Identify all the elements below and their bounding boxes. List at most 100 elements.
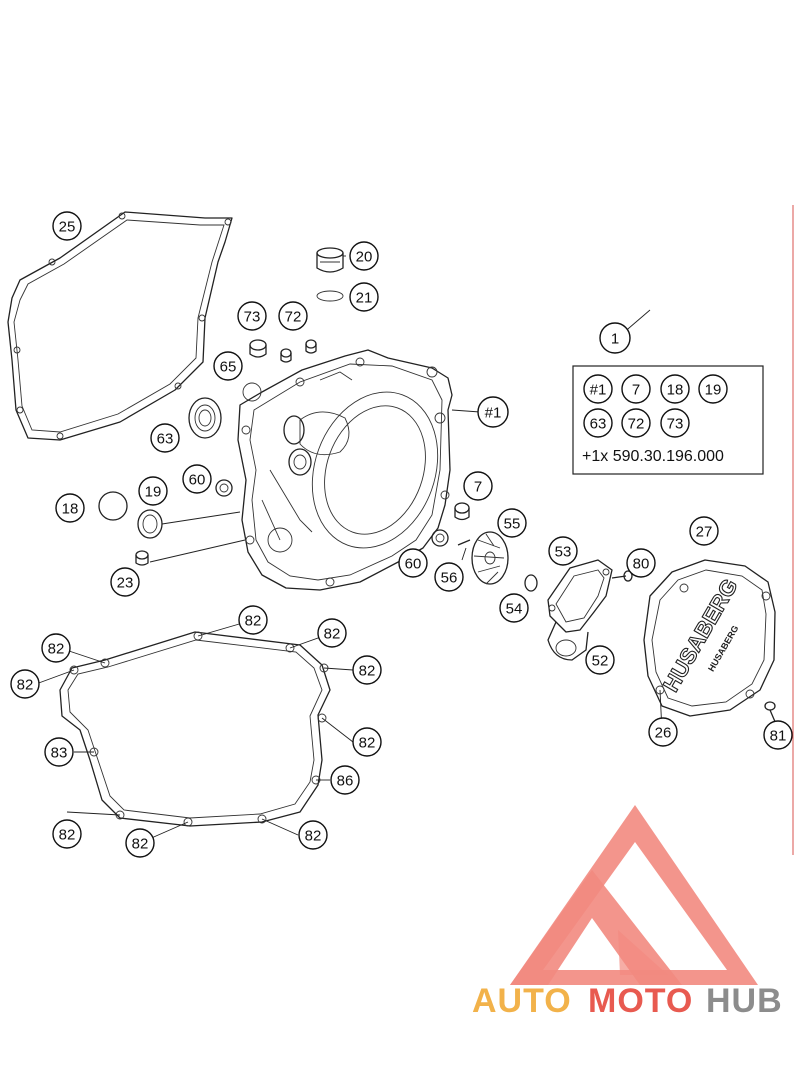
callout-c65: 65	[213, 351, 243, 381]
part-72-dowel	[280, 348, 292, 363]
callout-circle	[52, 819, 82, 849]
callout-g7: 82	[52, 819, 82, 849]
callout-number: 18	[667, 382, 684, 399]
callout-circle	[660, 374, 690, 404]
callout-number: 21	[356, 290, 373, 307]
callout-number: 19	[705, 382, 722, 399]
callout-number: 63	[157, 431, 174, 448]
callout-circle	[621, 408, 651, 438]
callout-circle	[238, 605, 268, 635]
callout-circle	[463, 471, 493, 501]
callout-number: 60	[405, 556, 422, 573]
part-80-screw	[611, 570, 633, 582]
part-20-plug	[316, 247, 344, 273]
callout-number: 86	[337, 773, 354, 790]
callout-circle	[548, 536, 578, 566]
callout-c73: 73	[237, 301, 267, 331]
part-60-seal	[215, 479, 233, 497]
callout-number: 1	[611, 331, 619, 348]
callout-circle	[213, 351, 243, 381]
callout-number: 23	[117, 575, 134, 592]
callout-circle	[52, 211, 82, 241]
callout-circle	[497, 508, 527, 538]
callout-number: 82	[305, 828, 322, 845]
callout-c55: 55	[497, 508, 527, 538]
callout-c56: 56	[434, 562, 464, 592]
callout-number: 20	[356, 249, 373, 266]
callout-circle	[150, 423, 180, 453]
callout-c1: 1	[599, 322, 631, 354]
callout-circle	[41, 633, 71, 663]
part-72-dowel-b	[305, 339, 317, 354]
callout-circle	[330, 765, 360, 795]
callout-c60: 60	[182, 464, 212, 494]
callout-number: 63	[590, 416, 607, 433]
callout-number: 82	[59, 827, 76, 844]
callout-circle	[317, 618, 347, 648]
callout-circle	[689, 516, 719, 546]
callout-c60b: 60	[398, 548, 428, 578]
callout-circle	[583, 408, 613, 438]
callout-g8: 82	[125, 828, 155, 858]
callout-c7b: 7	[621, 374, 651, 404]
callout-number: 73	[667, 416, 684, 433]
part-63-bearing	[188, 397, 222, 439]
callout-number: 7	[474, 479, 482, 496]
part-25-gasket	[7, 211, 233, 441]
callout-g4: 82	[352, 655, 382, 685]
callout-circle	[278, 301, 308, 331]
callout-circle	[237, 301, 267, 331]
callout-number: 82	[324, 626, 341, 643]
callout-circle	[763, 720, 793, 750]
callout-c52: 52	[585, 645, 615, 675]
callout-c63: 63	[150, 423, 180, 453]
callout-number: 82	[245, 613, 262, 630]
callout-circle	[585, 645, 615, 675]
callout-circle	[499, 593, 529, 623]
part-60-seal-b	[431, 529, 449, 547]
callout-circle	[698, 374, 728, 404]
kit-note: +1x 590.30.196.000	[582, 448, 724, 465]
callout-g6: 82	[352, 727, 382, 757]
callout-number: 7	[632, 382, 640, 399]
part-55-impeller	[471, 531, 509, 585]
callout-circle	[182, 464, 212, 494]
callout-c80: 80	[626, 548, 656, 578]
callout-circle	[621, 374, 651, 404]
callout-number: 54	[506, 601, 523, 618]
callout-g1: 82	[238, 605, 268, 635]
callout-circle	[434, 562, 464, 592]
callout-c19b: 19	[698, 374, 728, 404]
callout-number: 65	[220, 359, 237, 376]
callout-number: 82	[359, 663, 376, 680]
callout-circle	[125, 828, 155, 858]
callout-number: 25	[59, 219, 76, 236]
part-73-dowel	[249, 339, 267, 358]
callout-c23: 23	[110, 567, 140, 597]
callout-number: 53	[555, 544, 572, 561]
callout-c81: 81	[763, 720, 793, 750]
callout-number: 82	[17, 677, 34, 694]
callout-c63b: 63	[583, 408, 613, 438]
part-81-screw	[764, 701, 777, 725]
callout-number: 83	[51, 745, 68, 762]
part-7-dowel	[454, 502, 470, 521]
part-19-screw-plug	[137, 509, 241, 539]
callout-g5: 82	[10, 669, 40, 699]
callout-circle	[648, 717, 678, 747]
callout-g9: 82	[298, 820, 328, 850]
callout-number: 52	[592, 653, 609, 670]
callout-c21: 21	[349, 282, 379, 312]
callout-number: 60	[189, 472, 206, 489]
callout-number: 82	[48, 641, 65, 658]
part-23-pin	[135, 539, 246, 566]
callout-number: #1	[485, 405, 502, 422]
callout-g3: 82	[41, 633, 71, 663]
part-18-o-ring	[98, 491, 128, 521]
callout-circle	[477, 396, 509, 428]
callout-circle	[398, 548, 428, 578]
part-27-ignition-cover: HUSABERG HUSABERG	[643, 559, 776, 717]
part-53-pump-cover	[547, 559, 613, 661]
callout-number: 55	[504, 516, 521, 533]
callout-circle	[110, 567, 140, 597]
